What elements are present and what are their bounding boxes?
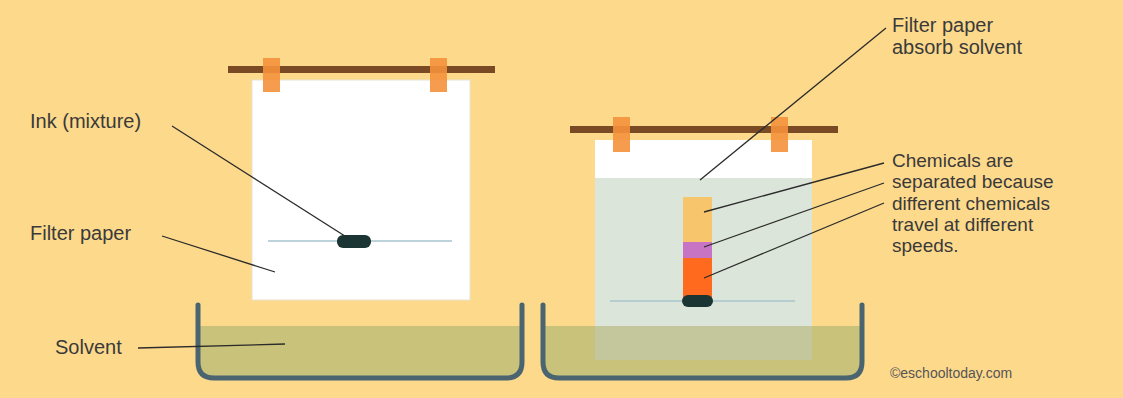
leader-line (700, 28, 886, 180)
part-label: Filter paper (30, 222, 165, 244)
part-label: Solvent (55, 336, 145, 358)
callout-label: Chemicals are separated because differen… (892, 150, 1097, 256)
solvent (198, 326, 522, 378)
ink-spot (337, 235, 371, 248)
tape (771, 117, 788, 152)
wet-paper-submerged (595, 326, 812, 360)
tape (263, 58, 280, 92)
filter-paper (252, 80, 470, 300)
beaker (543, 305, 862, 378)
leader-line (162, 236, 275, 272)
leader-line (138, 344, 285, 348)
part-label: Ink (mixture) (30, 110, 170, 132)
leader-line (704, 163, 884, 212)
purple-band (683, 242, 712, 258)
orange-band (683, 258, 712, 300)
watermark: ©eschooltoday.com (890, 366, 1110, 382)
right-setup (543, 117, 862, 378)
tape (613, 117, 630, 152)
beaker (198, 305, 522, 378)
leader-line (704, 203, 884, 278)
rod (570, 126, 838, 133)
solvent (543, 326, 862, 378)
leader-line (172, 126, 348, 238)
callout-label: Filter paper absorb solvent (892, 14, 1052, 59)
leader-lines (138, 28, 886, 348)
leader-line (704, 183, 884, 247)
wet-paper (595, 178, 812, 360)
filter-paper (595, 140, 812, 360)
yellow-band (683, 197, 712, 242)
left-setup (198, 58, 522, 378)
tape (430, 58, 447, 92)
ink-spot (682, 295, 713, 307)
